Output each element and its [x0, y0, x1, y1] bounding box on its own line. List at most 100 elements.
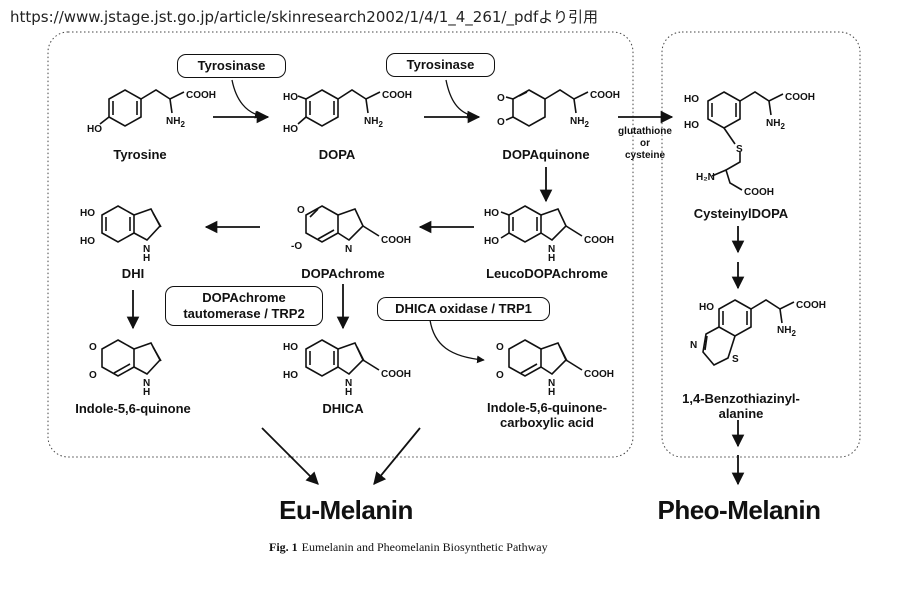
- condition-line2: or: [639, 138, 650, 149]
- dopaquinone-structure: [505, 89, 589, 127]
- atom-nh2-subscript: 2: [180, 120, 185, 129]
- label-dhica: DHICA: [322, 401, 364, 416]
- atom-n: N: [143, 378, 150, 389]
- label-benzothiazinylalanine: 1,4-Benzothiazinyl- alanine: [682, 391, 800, 421]
- label-indole-quinone-carboxylic-line2: carboxylic acid: [500, 415, 594, 430]
- atom-ho: HO: [80, 208, 95, 219]
- atom-nh2: NH2: [570, 116, 589, 129]
- atom-s: S: [736, 144, 743, 155]
- atom-h: H: [548, 253, 555, 264]
- atom-ho: HO: [87, 124, 102, 135]
- label-dopachrome: DOPAchrome: [301, 266, 385, 281]
- atom-cooh: COOH: [744, 187, 774, 198]
- indole-quinone-structure: [101, 339, 162, 377]
- atom-ho: HO: [684, 120, 699, 131]
- atom-n: N: [690, 340, 697, 351]
- cysteinyldopa-structure: [707, 91, 784, 191]
- label-tyrosine: Tyrosine: [113, 147, 167, 162]
- label-benzothiazinylalanine-line2: alanine: [718, 406, 764, 421]
- enzyme-tyrosinase-1: Tyrosinase: [177, 54, 286, 78]
- indole-quinone-carboxylic-structure: [508, 339, 583, 377]
- label-benzothiazinylalanine-line1: 1,4-Benzothiazinyl-: [682, 391, 800, 406]
- atom-nh2-subscript: 2: [584, 120, 589, 129]
- label-leucodopachrome: LeucoDOPAchrome: [486, 266, 608, 281]
- atom-cooh: COOH: [590, 90, 620, 101]
- atom-h: H: [548, 387, 555, 398]
- atom-n: N: [345, 378, 352, 389]
- atom-nh2: NH2: [166, 116, 185, 129]
- dhi-structure: [101, 205, 162, 243]
- atom-ho: HO: [484, 208, 499, 219]
- arrow-dhica-oxidase: [429, 319, 485, 364]
- atom-h: H: [345, 387, 352, 398]
- arrow-tyrosinase-1: [231, 79, 263, 119]
- figure-caption-text: Eumelanin and Pheomelanin Biosynthetic P…: [301, 540, 548, 554]
- eumelanin-region: [47, 31, 634, 458]
- label-indole-quinone-carboxylic: Indole-5,6-quinone- carboxylic acid: [487, 400, 607, 430]
- atom-cooh: COOH: [381, 235, 411, 246]
- atom-n: N: [345, 244, 352, 255]
- label-indole-quinone-carboxylic-line1: Indole-5,6-quinone-: [487, 400, 607, 415]
- atom-cooh: COOH: [785, 92, 815, 103]
- atom-nh2: NH2: [766, 118, 785, 131]
- atom-n: N: [548, 244, 555, 255]
- label-glutathione-cysteine: glutathione or cysteine: [618, 126, 672, 162]
- atom-ho: HO: [283, 370, 298, 381]
- arrow-indole-quinone-to-eumelanin: [261, 427, 319, 485]
- atom-ho: HO: [80, 236, 95, 247]
- atom-ho: HO: [283, 342, 298, 353]
- atom-ho: HO: [283, 124, 298, 135]
- atom-nh2: NH2: [777, 325, 796, 338]
- atom-o: O: [297, 205, 305, 216]
- arrow-tyrosinase-2: [445, 79, 475, 119]
- source-citation: https://www.jstage.jst.go.jp/article/ski…: [10, 8, 599, 26]
- atom-n: N: [143, 244, 150, 255]
- benzothiazinylalanine-structure: [702, 299, 795, 366]
- atom-cooh: COOH: [796, 300, 826, 311]
- atom-o: O: [89, 370, 97, 381]
- dopa-structure: [297, 89, 381, 127]
- atom-cooh: COOH: [186, 90, 216, 101]
- atom-ho: HO: [699, 302, 714, 313]
- atom-h: H: [143, 387, 150, 398]
- atom-s: S: [732, 354, 739, 365]
- arrow-dhica-to-eumelanin: [373, 427, 421, 485]
- tyrosine-structure: [99, 89, 185, 127]
- label-dopaquinone: DOPAquinone: [502, 147, 590, 162]
- atom-nh2: NH2: [364, 116, 383, 129]
- atom-nh2-subscript: 2: [780, 122, 785, 131]
- atom-o: O: [497, 117, 505, 128]
- atom-cooh: COOH: [382, 90, 412, 101]
- atom-ho: HO: [283, 92, 298, 103]
- atom-h: H: [143, 253, 150, 264]
- leucodopachrome-structure: [500, 205, 583, 243]
- enzyme-tyrosinase-2: Tyrosinase: [386, 53, 495, 77]
- condition-line1: glutathione: [618, 126, 672, 137]
- atom-o: O: [496, 370, 504, 381]
- enzyme-dopachrome-tautomerase-line2: tautomerase / TRP2: [183, 306, 305, 321]
- enzyme-dopachrome-tautomerase-line1: DOPAchrome: [202, 290, 286, 305]
- atom-o: O: [496, 342, 504, 353]
- label-dopa: DOPA: [318, 147, 356, 162]
- atom-n: N: [548, 378, 555, 389]
- atom-nh2-subscript: 2: [791, 329, 796, 338]
- atom-o: O: [89, 342, 97, 353]
- figure-number: Fig. 1: [269, 540, 298, 554]
- label-indole-quinone: Indole-5,6-quinone: [75, 401, 191, 416]
- atom-cooh: COOH: [584, 235, 614, 246]
- dhica-structure: [305, 339, 380, 377]
- enzyme-dopachrome-tautomerase: DOPAchrome tautomerase / TRP2: [165, 286, 323, 326]
- atom-ho: HO: [484, 236, 499, 247]
- label-eumelanin: Eu-Melanin: [279, 495, 413, 525]
- atom-ho: HO: [684, 94, 699, 105]
- condition-line3: cysteine: [624, 150, 666, 161]
- enzyme-dhica-oxidase: DHICA oxidase / TRP1: [377, 297, 550, 321]
- dopachrome-structure: [305, 205, 380, 243]
- atom-o-minus: -O: [291, 241, 302, 252]
- label-dhi: DHI: [121, 266, 145, 281]
- atom-nh2-subscript: 2: [378, 120, 383, 129]
- atom-cooh: COOH: [381, 369, 411, 380]
